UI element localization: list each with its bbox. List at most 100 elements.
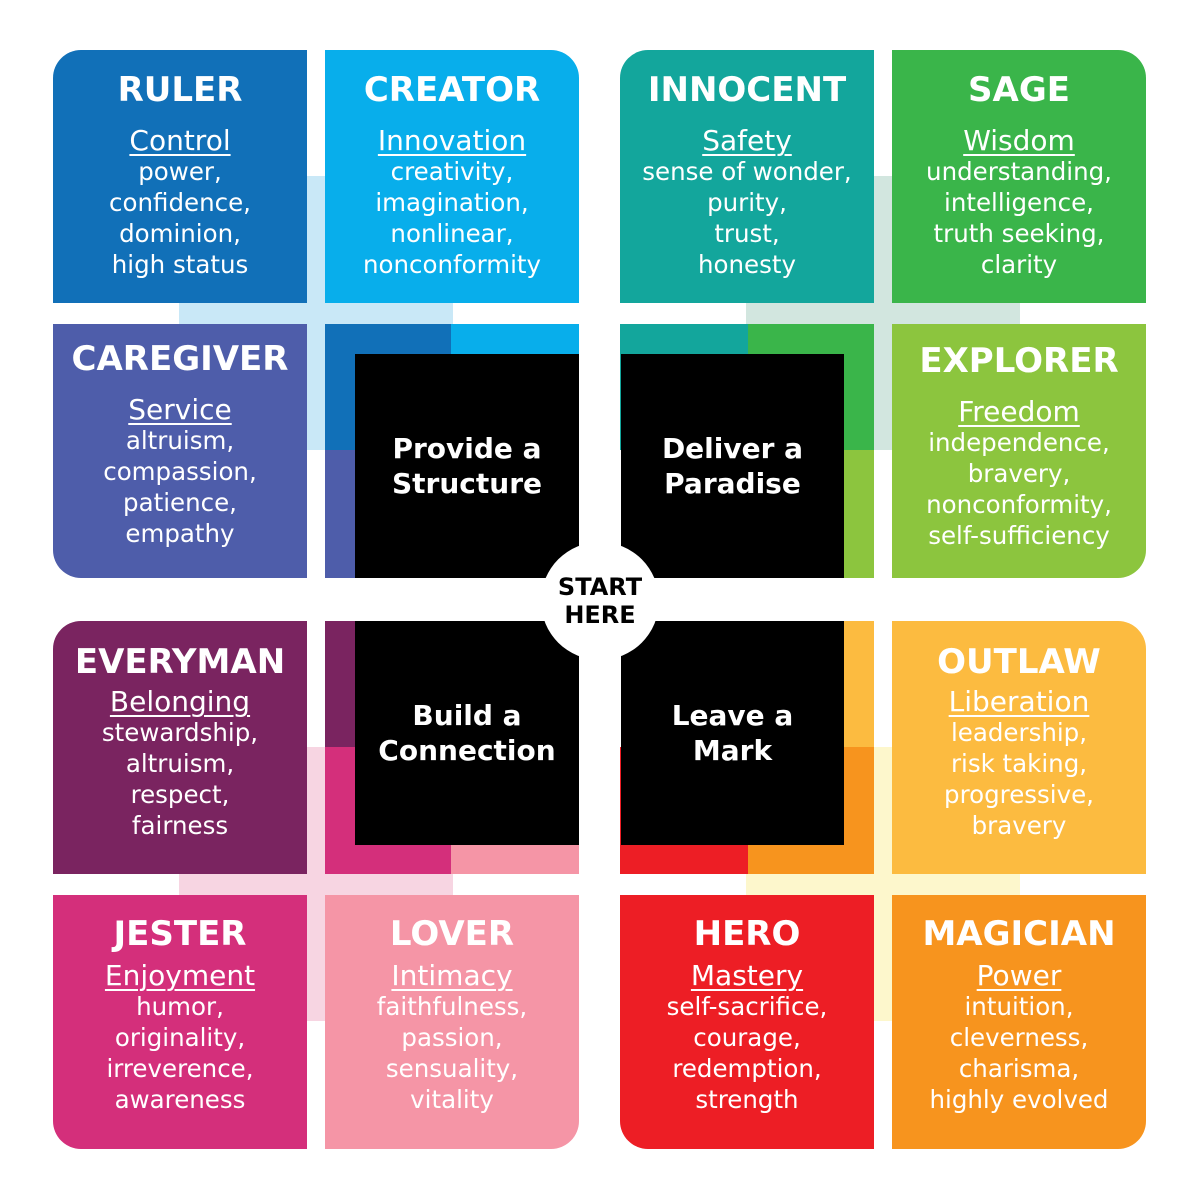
archetype-trait: self-sacrifice,	[666, 992, 828, 1021]
archetype-trait: clarity	[980, 250, 1058, 279]
archetype-trait: leadership,	[950, 718, 1088, 747]
archetype-sage: SAGE Wisdom understanding, intelligence,…	[892, 70, 1146, 280]
archetype-trait: highly evolved	[929, 1085, 1109, 1114]
archetype-everyman: EVERYMAN Belonging stewardship, altruism…	[53, 642, 307, 841]
archetype-name: CREATOR	[363, 70, 541, 110]
archetype-motive: Mastery	[690, 959, 804, 992]
quadrant-build-connection: EVERYMAN Belonging stewardship, altruism…	[53, 621, 579, 1149]
archetype-trait: bravery,	[967, 459, 1071, 488]
archetype-trait: honesty	[698, 250, 796, 279]
archetype-name: RULER	[117, 70, 243, 110]
goal-build-connection: Build a Connection	[355, 621, 579, 845]
archetype-magician: MAGICIAN Power intuition, cleverness, ch…	[892, 914, 1146, 1115]
sage-card	[892, 50, 1146, 303]
archetype-motive: Enjoyment	[104, 959, 256, 992]
goal-deliver-paradise: Deliver a Paradise	[621, 354, 844, 578]
archetype-name: EVERYMAN	[74, 642, 286, 682]
archetype-name: HERO	[693, 914, 801, 954]
explorer-card	[892, 324, 1146, 578]
caregiver-card	[53, 324, 307, 578]
goal-leave-mark: Leave a Mark	[621, 621, 844, 845]
archetype-trait: compassion,	[103, 457, 257, 486]
magician-card	[892, 895, 1146, 1149]
everyman-card	[53, 621, 307, 874]
archetype-motive: Innovation	[377, 124, 527, 157]
archetype-motive: Intimacy	[391, 959, 513, 992]
archetype-trait: strength	[695, 1085, 799, 1114]
archetype-name: JESTER	[113, 914, 247, 954]
archetype-name: OUTLAW	[937, 642, 1101, 682]
archetype-trait: irreverence,	[106, 1054, 254, 1083]
archetype-trait: bravery	[971, 811, 1067, 840]
archetype-name: MAGICIAN	[922, 914, 1116, 954]
archetype-trait: courage,	[693, 1023, 801, 1052]
goal-line: Provide a	[392, 432, 542, 465]
creator-card	[325, 50, 579, 303]
archetype-trait: sensuality,	[385, 1054, 519, 1083]
goal-line: Paradise	[664, 467, 801, 500]
archetype-trait: altruism,	[125, 749, 235, 778]
archetype-motive: Freedom	[958, 395, 1080, 428]
archetype-creator: CREATOR Innovation creativity, imaginati…	[325, 70, 579, 280]
archetype-jester: JESTER Enjoyment humor, originality, irr…	[53, 914, 307, 1115]
archetype-trait: originality,	[114, 1023, 246, 1052]
archetype-trait: redemption,	[672, 1054, 822, 1083]
outlaw-card	[892, 621, 1146, 874]
goal-line: Deliver a	[661, 432, 804, 465]
archetype-lover: LOVER Intimacy faithfulness, passion, se…	[325, 914, 579, 1115]
archetype-motive: Service	[128, 393, 232, 426]
archetype-trait: intuition,	[964, 992, 1074, 1021]
archetype-trait: altruism,	[125, 426, 235, 455]
archetype-trait: nonlinear,	[390, 219, 514, 248]
archetype-trait: creativity,	[390, 157, 514, 186]
goal-line: Build a	[412, 699, 522, 732]
archetype-trait: purity,	[707, 188, 787, 217]
start-label-line: HERE	[564, 601, 636, 629]
archetype-ruler: RULER Control power, confidence, dominio…	[53, 70, 307, 280]
archetype-trait: confidence,	[109, 188, 251, 217]
goal-line: Mark	[692, 734, 773, 767]
archetype-trait: humor,	[136, 992, 224, 1021]
archetype-trait: faithfulness,	[376, 992, 528, 1021]
archetype-trait: cleverness,	[949, 1023, 1089, 1052]
archetype-trait: empathy	[125, 519, 235, 548]
archetype-trait: awareness	[114, 1085, 246, 1114]
start-here-badge: START HERE	[541, 542, 659, 660]
archetype-trait: truth seeking,	[933, 219, 1105, 248]
innocent-card	[620, 50, 874, 303]
goal-provide-structure: Provide a Structure	[355, 354, 579, 578]
archetype-trait: trust,	[714, 219, 780, 248]
goal-line: Structure	[391, 467, 542, 500]
archetype-motive: Belonging	[109, 685, 251, 718]
goal-line: Connection	[378, 734, 556, 767]
archetype-trait: intelligence,	[944, 188, 1094, 217]
ruler-card	[53, 50, 307, 303]
archetype-name: CAREGIVER	[71, 339, 289, 379]
archetype-trait: vitality	[410, 1085, 494, 1114]
archetype-outlaw: OUTLAW Liberation leadership, risk takin…	[892, 642, 1146, 841]
archetype-trait: risk taking,	[950, 749, 1088, 778]
archetype-trait: fairness	[131, 811, 229, 840]
archetype-name: SAGE	[968, 70, 1070, 110]
archetype-trait: high status	[111, 250, 249, 279]
archetype-trait: charisma,	[958, 1054, 1080, 1083]
archetype-explorer: EXPLORER Freedom independence, bravery, …	[892, 341, 1146, 551]
jester-card	[53, 895, 307, 1149]
archetype-trait: nonconformity,	[926, 490, 1112, 519]
archetype-caregiver: CAREGIVER Service altruism, compassion, …	[53, 339, 307, 549]
archetype-trait: nonconformity	[362, 250, 542, 279]
lover-card	[325, 895, 579, 1149]
archetype-trait: imagination,	[375, 188, 529, 217]
archetype-trait: dominion,	[119, 219, 241, 248]
archetype-trait: self-sufficiency	[928, 521, 1110, 550]
archetype-motive: Wisdom	[963, 124, 1075, 157]
archetype-motive: Power	[976, 959, 1062, 992]
archetype-trait: stewardship,	[101, 718, 259, 747]
archetype-trait: progressive,	[944, 780, 1094, 809]
archetype-trait: respect,	[130, 780, 230, 809]
archetype-trait: power,	[138, 157, 222, 186]
archetype-trait: understanding,	[926, 157, 1112, 186]
archetype-motive: Control	[129, 124, 231, 157]
hero-card	[620, 895, 874, 1149]
archetype-trait: patience,	[123, 488, 237, 517]
